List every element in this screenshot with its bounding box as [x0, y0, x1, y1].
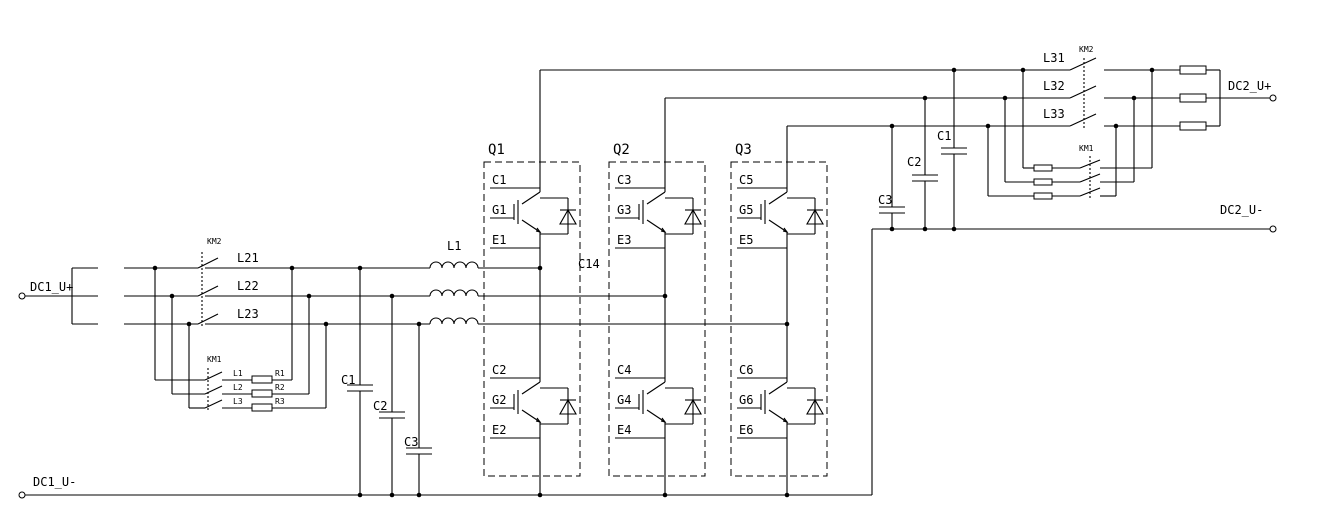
igbt-terminal-label: G4 — [617, 393, 631, 407]
label-c14: C14 — [578, 257, 600, 271]
switch-label-l23: L23 — [237, 307, 259, 321]
junction-dot — [186, 321, 192, 327]
right-cap-label-c1: C1 — [937, 129, 951, 143]
igbt-terminal-label: C6 — [739, 363, 753, 377]
resistor-label-r1: R1 — [275, 369, 285, 378]
igbt-terminal-label: C4 — [617, 363, 631, 377]
junction-dot — [357, 492, 363, 498]
junction-dot — [889, 123, 895, 129]
junction-dot — [389, 492, 395, 498]
junction-dot — [323, 321, 329, 327]
terminal-circles — [18, 94, 1277, 499]
igbt-terminal-label: G1 — [492, 203, 506, 217]
switch-label-l31: L31 — [1043, 51, 1065, 65]
km1-label-l2: L2 — [233, 383, 243, 392]
igbt-terminal-label: C1 — [492, 173, 506, 187]
switch-label-l32: L32 — [1043, 79, 1065, 93]
dc2-pos-terminal — [1269, 94, 1277, 102]
dc1-neg-terminal — [18, 491, 26, 499]
left-cap-label-c1: C1 — [341, 373, 355, 387]
km1-label-l1: L1 — [233, 369, 243, 378]
junction-dot — [1002, 95, 1008, 101]
igbt-terminal-label: G5 — [739, 203, 753, 217]
junction-dot — [416, 321, 422, 327]
wiring — [25, 56, 1270, 496]
junction-dot — [922, 226, 928, 232]
igbt-terminal-label: E6 — [739, 423, 753, 437]
igbt-terminal-label: C5 — [739, 173, 753, 187]
igbt-terminal-label: E5 — [739, 233, 753, 247]
igbt-terminal-label: E1 — [492, 233, 506, 247]
junction-dot — [1113, 123, 1119, 129]
junction-dot — [289, 265, 295, 271]
inductor-label: L1 — [447, 239, 461, 253]
dc1-neg-terminal-label: DC1_U- — [33, 475, 76, 489]
dc2-neg-terminal — [1269, 225, 1277, 233]
right-cap-label-c3: C3 — [878, 193, 892, 207]
module-box — [483, 161, 581, 477]
igbt-terminal-label: E2 — [492, 423, 506, 437]
module-box — [730, 161, 828, 477]
switch-label-l33: L33 — [1043, 107, 1065, 121]
junction-dot — [922, 95, 928, 101]
junction-dot — [889, 226, 895, 232]
junction-dot — [1131, 95, 1137, 101]
igbt-terminal-label: G2 — [492, 393, 506, 407]
igbt-terminal-label: C3 — [617, 173, 631, 187]
junction-dot — [389, 293, 395, 299]
km1-label-l3: L3 — [233, 397, 243, 406]
junction-dot — [357, 265, 363, 271]
dc1-pos-terminal-label: DC1_U+ — [30, 280, 73, 294]
switch-label-l22: L22 — [237, 279, 259, 293]
resistor-label-r3: R3 — [275, 397, 285, 406]
junction-dot — [416, 492, 422, 498]
junction-dot — [985, 123, 991, 129]
module-label: Q3 — [735, 142, 752, 158]
module-label: Q1 — [488, 142, 505, 158]
right-cap-label-c2: C2 — [907, 155, 921, 169]
junction-dots — [152, 67, 1155, 498]
igbt-terminal-label: E4 — [617, 423, 631, 437]
dc2-neg-terminal-label: DC2_U- — [1220, 203, 1263, 217]
igbt-terminal-label: G6 — [739, 393, 753, 407]
module-label: Q2 — [613, 142, 630, 158]
km1-left-label: KM1 — [207, 355, 222, 364]
labels: DC1_U+ DC1_U- DC2_U+ DC2_U- KM2 KM1 KM2 … — [30, 45, 1271, 489]
junction-dot — [152, 265, 158, 271]
igbt-terminal-label: E3 — [617, 233, 631, 247]
junction-dot — [951, 67, 957, 73]
junction-dot — [1020, 67, 1026, 73]
left-cap-label-c2: C2 — [373, 399, 387, 413]
junction-dot — [169, 293, 175, 299]
left-cap-label-c3: C3 — [404, 435, 418, 449]
junction-dot — [1149, 67, 1155, 73]
km2-left-label: KM2 — [207, 237, 222, 246]
junction-dot — [306, 293, 312, 299]
switch-label-l21: L21 — [237, 251, 259, 265]
dc2-pos-terminal-label: DC2_U+ — [1228, 79, 1271, 93]
km1-right-label: KM1 — [1079, 144, 1094, 153]
junction-dot — [951, 226, 957, 232]
dc1-pos-terminal — [18, 292, 26, 300]
resistor-label-r2: R2 — [275, 383, 285, 392]
module-box — [608, 161, 706, 477]
km2-right-label: KM2 — [1079, 45, 1094, 54]
igbt-terminal-label: C2 — [492, 363, 506, 377]
igbt-legs: Q1C1G1E1C2G2E2Q2C3G3E3C4G4E4Q3C5G5E5C6G6… — [483, 142, 828, 495]
igbt-terminal-label: G3 — [617, 203, 631, 217]
